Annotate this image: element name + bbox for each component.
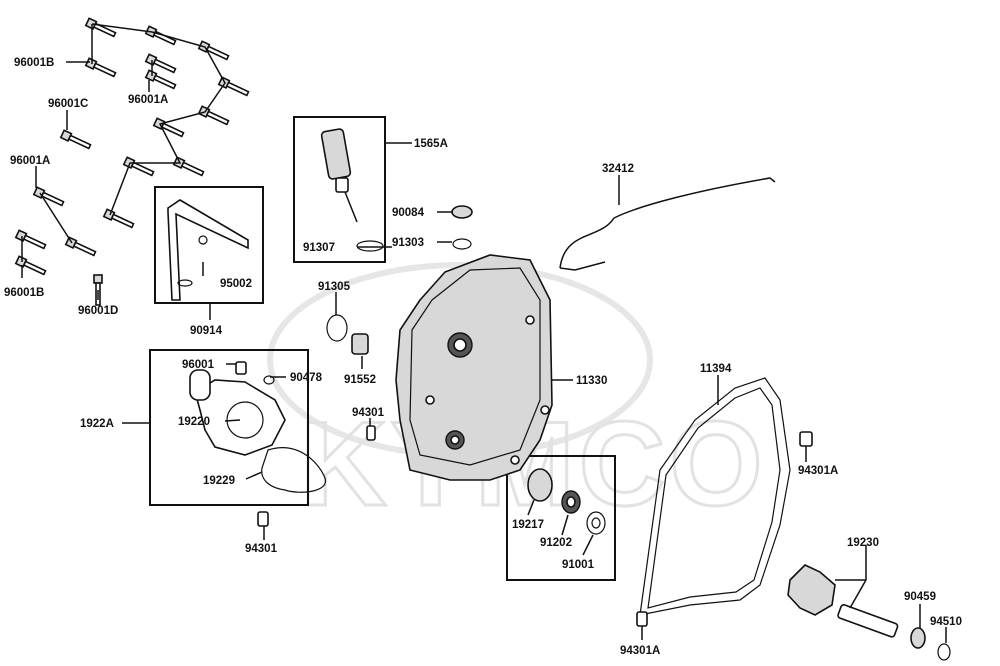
- part-labels: 96001B 96001A 96001C 96001A 96001B 96001…: [4, 57, 962, 657]
- label-95002: 95002: [220, 278, 252, 290]
- label-91552: 91552: [344, 374, 376, 386]
- label-91202: 91202: [540, 537, 572, 549]
- bolt-icon: [122, 156, 155, 177]
- bolt-icon: [14, 229, 47, 250]
- label-94301-bottom: 94301: [245, 543, 278, 555]
- label-90084: 90084: [392, 207, 425, 219]
- label-96001B-top: 96001B: [14, 57, 54, 69]
- group-box-seals: [506, 455, 616, 581]
- label-96001C: 96001C: [48, 98, 88, 110]
- bolt-icon: [144, 53, 177, 74]
- label-19217: 19217: [512, 519, 544, 531]
- pin-94301: [366, 425, 376, 441]
- bolt-icon: [32, 186, 65, 207]
- bolt-icon: [144, 69, 177, 90]
- bolt-icon: [102, 208, 135, 229]
- leader-lines: [21, 61, 947, 643]
- bolt-icon: [197, 105, 230, 126]
- bolt-icon: [59, 129, 92, 150]
- seal-91552: [351, 333, 369, 355]
- label-1565A: 1565A: [414, 138, 448, 150]
- bolt-icon: [172, 156, 205, 177]
- group-box-1565A: [293, 116, 386, 263]
- label-19220: 19220: [178, 416, 210, 428]
- label-94301A-right: 94301A: [798, 465, 838, 477]
- label-90459: 90459: [904, 591, 936, 603]
- pin-94301-bottom: [257, 511, 269, 527]
- bolt-icon: [144, 25, 177, 46]
- label-91001: 91001: [562, 559, 595, 571]
- label-96001: 96001: [182, 359, 215, 371]
- label-1922A: 1922A: [80, 418, 114, 430]
- bolt-icon: [197, 40, 230, 61]
- label-94301A-bottom: 94301A: [620, 645, 660, 657]
- label-32412: 32412: [602, 163, 634, 175]
- label-19230: 19230: [847, 537, 879, 549]
- label-96001A-left: 96001A: [10, 155, 50, 167]
- water-pump-cover: [189, 361, 326, 493]
- label-91305: 91305: [318, 281, 351, 293]
- label-94301-mid: 94301: [352, 407, 385, 419]
- label-19229: 19229: [203, 475, 235, 487]
- bolt-cluster: [14, 17, 250, 306]
- label-96001A-top: 96001A: [128, 94, 168, 106]
- label-90478: 90478: [290, 372, 323, 384]
- plug-90084: [451, 205, 473, 219]
- pipe-bracket: [167, 199, 249, 301]
- dipstick: [320, 128, 384, 252]
- bolt-icon: [84, 57, 117, 78]
- crankcase-cover: [395, 254, 553, 481]
- gasket-11394: [639, 377, 791, 616]
- label-96001B-bottom: 96001B: [4, 287, 44, 299]
- group-box-90914: [154, 186, 264, 304]
- label-11330: 11330: [576, 375, 607, 387]
- label-90914: 90914: [190, 325, 223, 337]
- label-11394: 11394: [700, 363, 732, 375]
- label-91307: 91307: [303, 242, 335, 254]
- impeller-shaft: [787, 564, 951, 661]
- group-box-1922A: [149, 349, 309, 506]
- seal-set: [527, 468, 606, 535]
- bolt-icon: [84, 17, 117, 38]
- label-94510: 94510: [930, 616, 962, 628]
- label-96001D: 96001D: [78, 305, 118, 317]
- label-91303: 91303: [392, 237, 424, 249]
- pin-94301A-bottom: [636, 611, 648, 627]
- bolt-icon: [217, 76, 250, 97]
- cable-32412: [559, 177, 776, 269]
- oring-91305: [326, 314, 348, 342]
- oring-91303: [452, 238, 472, 250]
- pin-94301A-right: [799, 431, 813, 447]
- bolt-icon: [14, 255, 47, 276]
